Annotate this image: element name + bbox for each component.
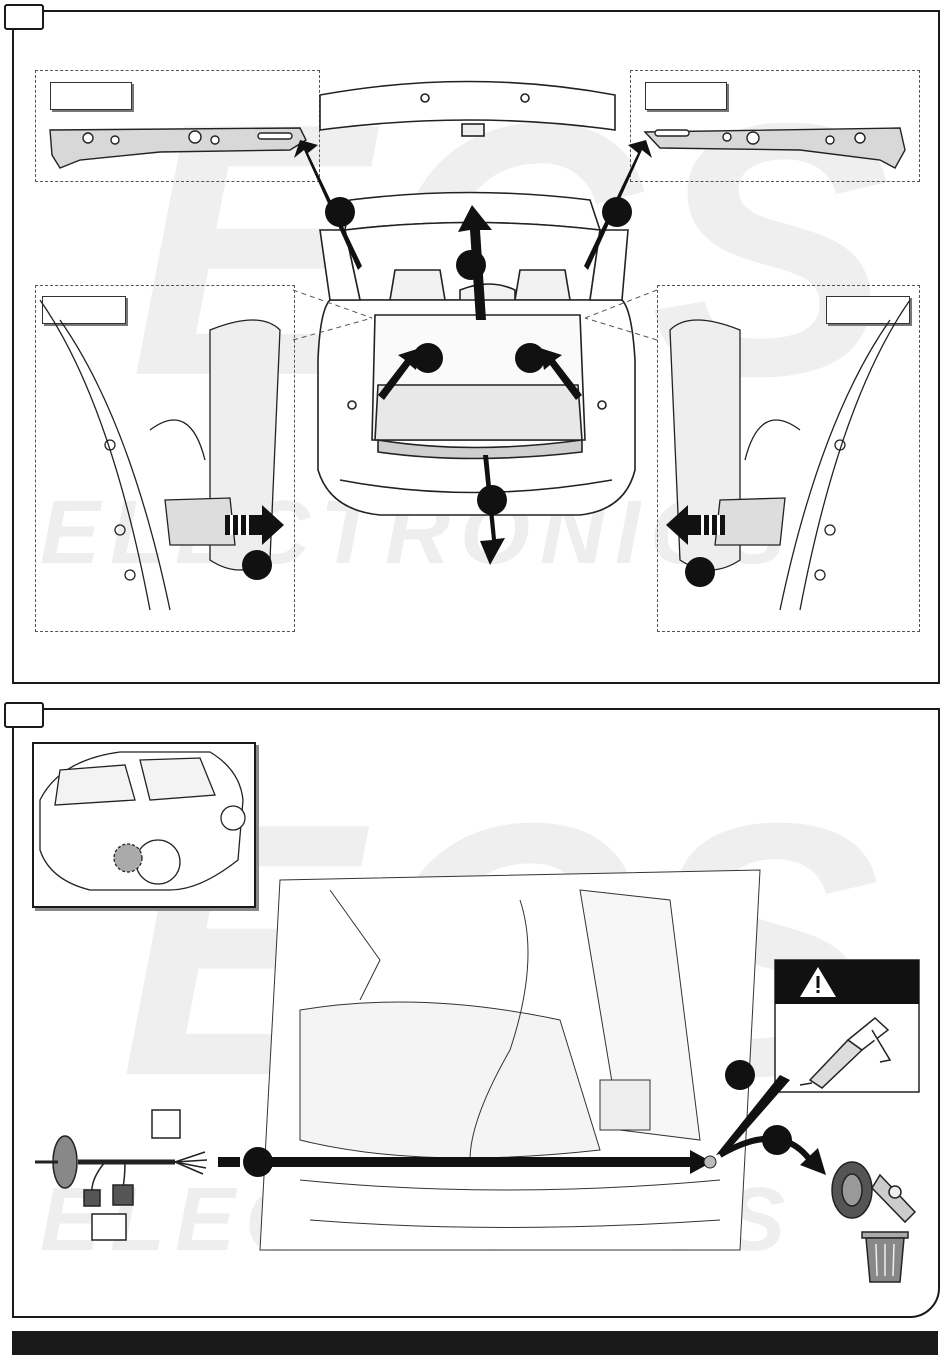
warning-box (775, 960, 919, 1092)
label-box-harness-bottom (92, 1214, 126, 1240)
label-box-harness-top (152, 1110, 180, 1138)
footer-bar (12, 1331, 938, 1355)
trash-bin-icon (862, 1232, 908, 1282)
wire-harness-icon (35, 1136, 207, 1206)
rubber-grommet-icon (832, 1162, 915, 1222)
car-rear-three-quarter-view (40, 752, 245, 890)
vehicle-underbody (260, 870, 760, 1250)
